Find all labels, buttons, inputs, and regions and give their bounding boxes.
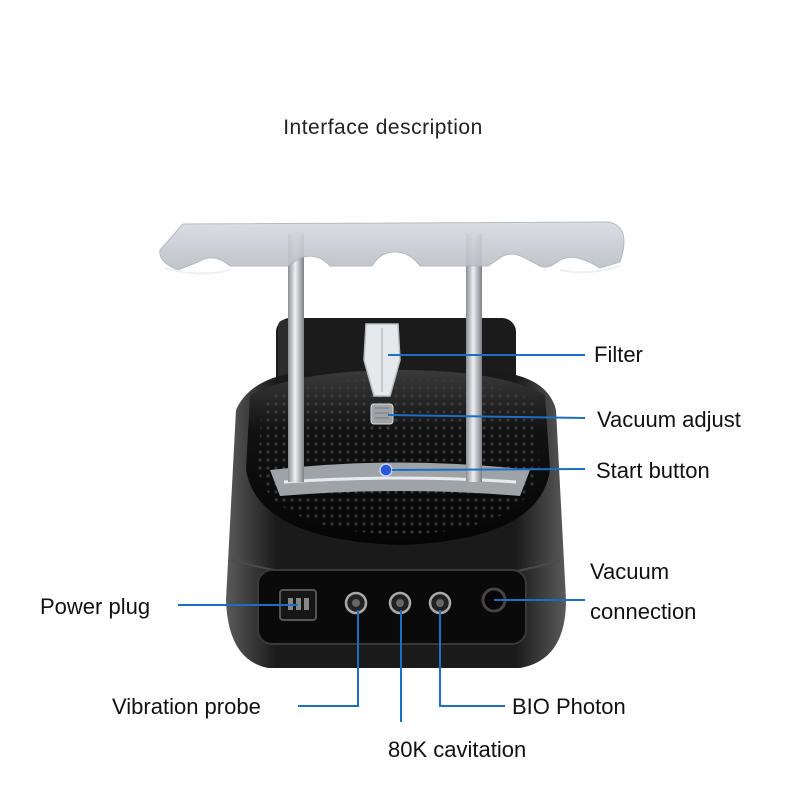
label-vacuum-adjust: Vacuum adjust	[597, 407, 741, 432]
leader-line-vacuum-adjust	[387, 414, 586, 419]
holder-pole-left	[288, 229, 304, 482]
label-vacuum-connection-line1: Vacuum	[590, 559, 670, 584]
label-vacuum-connection-line2: connection	[590, 599, 697, 624]
handpiece-holder	[159, 221, 625, 275]
leader-lines	[178, 354, 586, 722]
leader-line-bio-photon	[439, 610, 505, 707]
leader-line-vibration-probe	[298, 610, 359, 707]
vacuum-adjust-knob	[370, 403, 394, 425]
start-button	[379, 463, 393, 477]
label-power-plug: Power plug	[40, 594, 151, 619]
filter	[363, 323, 401, 397]
leader-line-start-button	[391, 468, 586, 471]
vibration-probe-port	[344, 591, 368, 615]
label-vibration-probe: Vibration probe	[112, 694, 261, 719]
chrome-tray	[270, 462, 530, 496]
label-start-button: Start button	[596, 458, 710, 483]
label-80k-cavitation: 80K cavitation	[388, 737, 527, 762]
diagram-title: Interface description	[283, 116, 483, 139]
label-bio-photon: BIO Photon	[512, 694, 626, 719]
label-filter: Filter	[594, 342, 643, 367]
cavitation-port	[388, 591, 412, 615]
